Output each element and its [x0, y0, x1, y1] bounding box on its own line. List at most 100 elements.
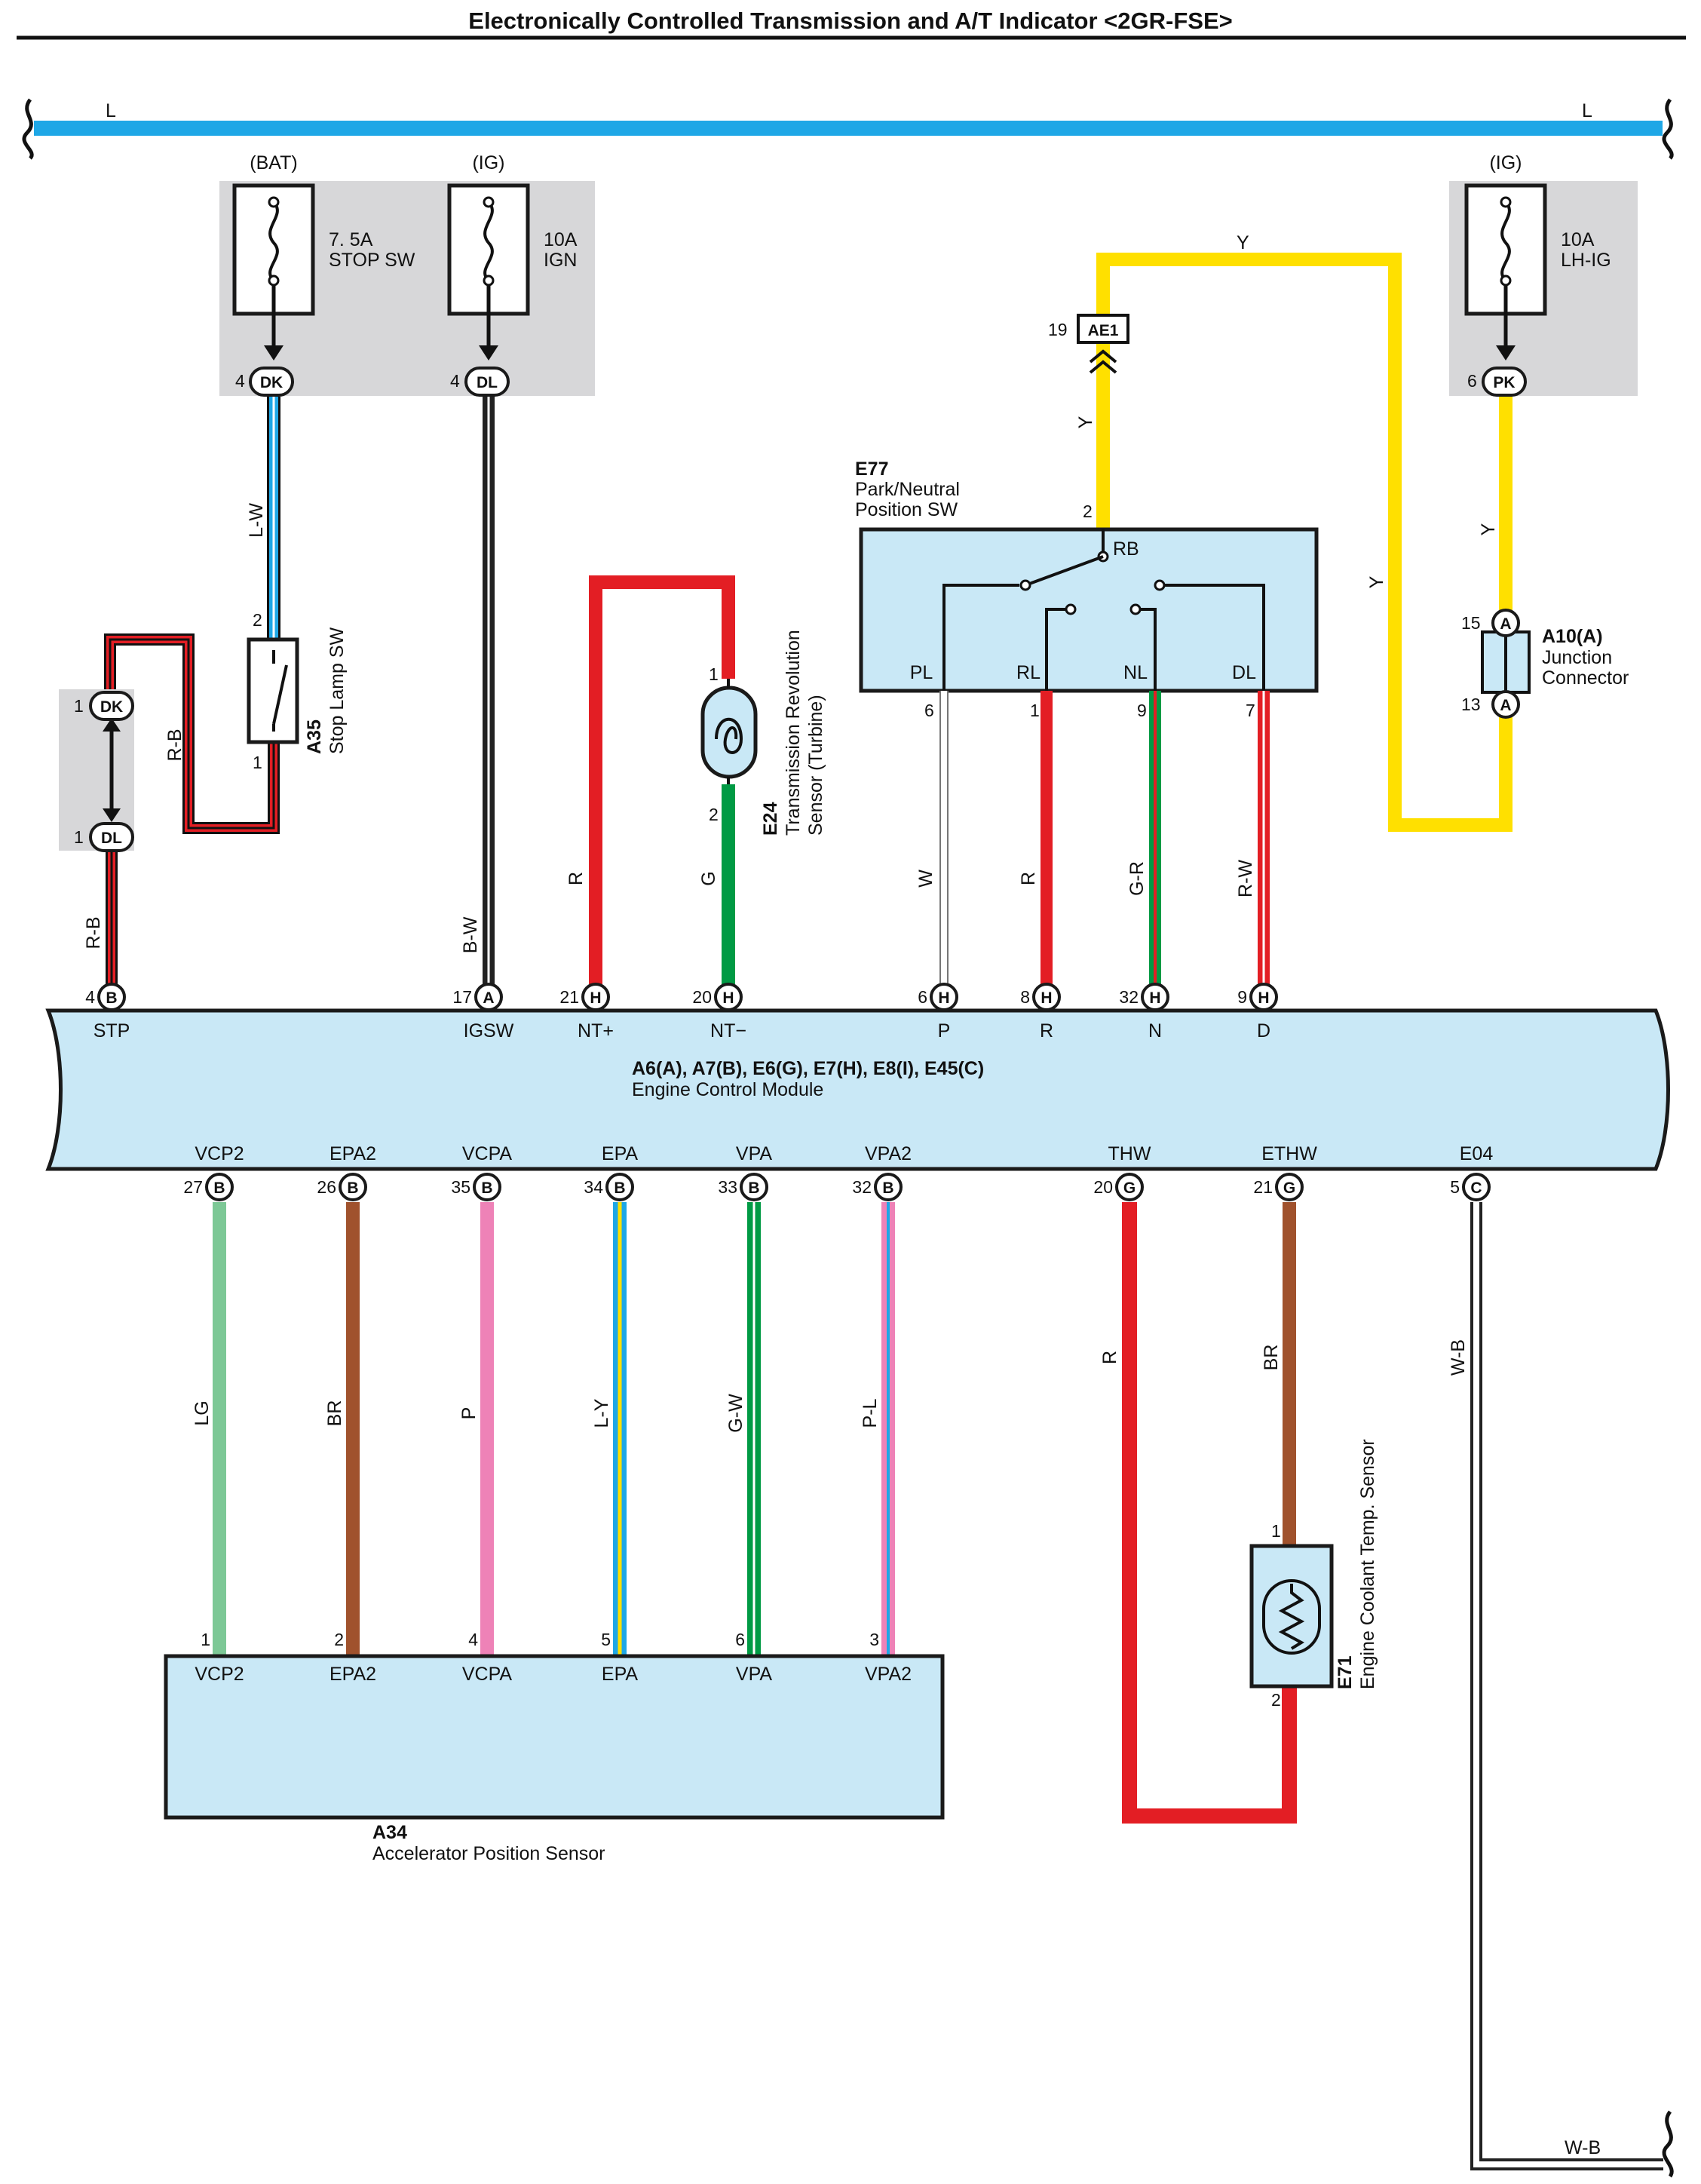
fuse-name: IGN: [544, 250, 577, 271]
e24-name-line1: Transmission Revolution: [783, 630, 804, 836]
pin-name: VPA2: [865, 1143, 912, 1164]
pin-terminal: [97, 983, 126, 1011]
pin-terminal: [930, 983, 958, 1011]
fuse-source: (IG): [472, 152, 504, 173]
a34-pin-name: EPA2: [329, 1664, 376, 1685]
e77-wires: W R G-R R-W: [915, 691, 1270, 984]
e77-id: E77: [855, 459, 888, 480]
wire-label: R-B: [83, 916, 104, 949]
fuse-rating: 10A: [1561, 229, 1595, 250]
wire-label: L-W: [246, 503, 267, 538]
pin-terminal: [1275, 1173, 1304, 1201]
junction-pin-bottom: 1: [74, 827, 84, 847]
a34-pin-number: 6: [735, 1630, 745, 1649]
connector-ae1: AE1 19: [1048, 314, 1129, 374]
a10-pin-13: 13: [1461, 695, 1481, 714]
a34-pin-name: VPA2: [865, 1664, 912, 1685]
fuse-ign: (IG) 10A IGN 4 DL: [447, 152, 578, 397]
diagram-title: Electronically Controlled Transmission a…: [468, 8, 1232, 34]
junction-top: DK: [100, 698, 123, 716]
e71-pin-2: 2: [1271, 1690, 1281, 1710]
pin-name: D: [1257, 1020, 1270, 1041]
wire-label-end: W-B: [1565, 2137, 1601, 2158]
pin-terminal: [339, 1173, 367, 1201]
pin-connector: B: [748, 1179, 759, 1197]
pin-name: EPA: [602, 1143, 638, 1164]
fuse-name: LH-IG: [1561, 250, 1611, 271]
e24-pin-2: 2: [709, 805, 719, 824]
pin-terminal: [1115, 1173, 1144, 1201]
fuse-stop-sw: (BAT) 7. 5A STOP SW 4 DK: [232, 152, 415, 397]
wire-label: G: [698, 871, 719, 885]
wire-y: Y Y Y Y: [1075, 232, 1513, 832]
wire-label: BR: [1261, 1345, 1282, 1371]
e71-pin-1: 1: [1271, 1521, 1281, 1541]
e77-term-dl: DL: [1232, 662, 1256, 683]
pin-connector: H: [1258, 989, 1269, 1007]
pin-number: 8: [1020, 987, 1030, 1007]
wire-l-w: L-W: [246, 397, 280, 640]
park-neutral-switch: E77 Park/Neutral Position SW 2 RB PL RL …: [855, 459, 1319, 720]
pin-number: 32: [852, 1177, 872, 1197]
pin-connector: H: [938, 989, 949, 1007]
a34-pin-number: 1: [201, 1630, 210, 1649]
a34-pin-name: VCP2: [195, 1664, 244, 1685]
wire-label: Y: [1237, 232, 1249, 253]
ecm-pin: H8R: [1020, 983, 1061, 1041]
pin-connector: B: [614, 1179, 625, 1197]
a10-conn-top: A: [1500, 615, 1511, 633]
wire-label: R: [1018, 872, 1039, 885]
pin-name: NT+: [578, 1020, 614, 1041]
e77-name-line2: Position SW: [855, 499, 958, 520]
a34-pin-name: VCPA: [462, 1664, 513, 1685]
pin-terminal: [1032, 983, 1061, 1011]
pin-terminal: [1462, 1173, 1491, 1201]
junction-dk-dl: 1 DK 1 DL: [59, 689, 134, 852]
pin-terminal: [714, 983, 743, 1011]
pin-number: 32: [1119, 987, 1139, 1007]
e77-pin-rl: 1: [1030, 701, 1040, 720]
fuse-connector: DK: [260, 374, 283, 391]
e77-term-pl: PL: [910, 662, 933, 683]
pin-number: 21: [1253, 1177, 1273, 1197]
fuse-connector: PK: [1493, 374, 1515, 391]
pin-terminal: [1249, 983, 1278, 1011]
a34-pin-number: 5: [601, 1630, 611, 1649]
pin-name: NT−: [710, 1020, 746, 1041]
a10-name-line2: Connector: [1542, 667, 1629, 689]
pin-connector: B: [213, 1179, 225, 1197]
wire-label: G-R: [1126, 861, 1148, 896]
a35-pin-1: 1: [253, 753, 262, 772]
wire-r-b-stp: R-B: [83, 852, 118, 984]
pin-terminal: [205, 1173, 234, 1201]
e77-pin-nl: 9: [1137, 701, 1147, 720]
pin-connector: G: [1123, 1179, 1136, 1197]
ecm-subtitle: Engine Control Module: [632, 1079, 823, 1100]
a34-body: [164, 1654, 945, 1820]
pin-connector: C: [1470, 1179, 1482, 1197]
a35-id: A35: [304, 719, 325, 754]
wire-label: R: [565, 872, 587, 885]
wire-label: Y: [1478, 523, 1499, 535]
e24-pin-1: 1: [709, 664, 719, 684]
junction-bottom: DL: [101, 830, 122, 847]
pin-terminal: [474, 983, 503, 1011]
pin-name: VPA: [736, 1143, 772, 1164]
fuse-connector: DL: [477, 374, 498, 391]
a34-pin-number: 3: [869, 1630, 879, 1649]
ecm-bottom-pins: B27VCP2B26EPA2B35VCPAB34EPAB33VPAB32VPA2…: [183, 1143, 1493, 1201]
ecm-pin: H6P: [918, 983, 958, 1041]
e24-name-line2: Sensor (Turbine): [805, 695, 826, 836]
pin-number: 21: [559, 987, 579, 1007]
